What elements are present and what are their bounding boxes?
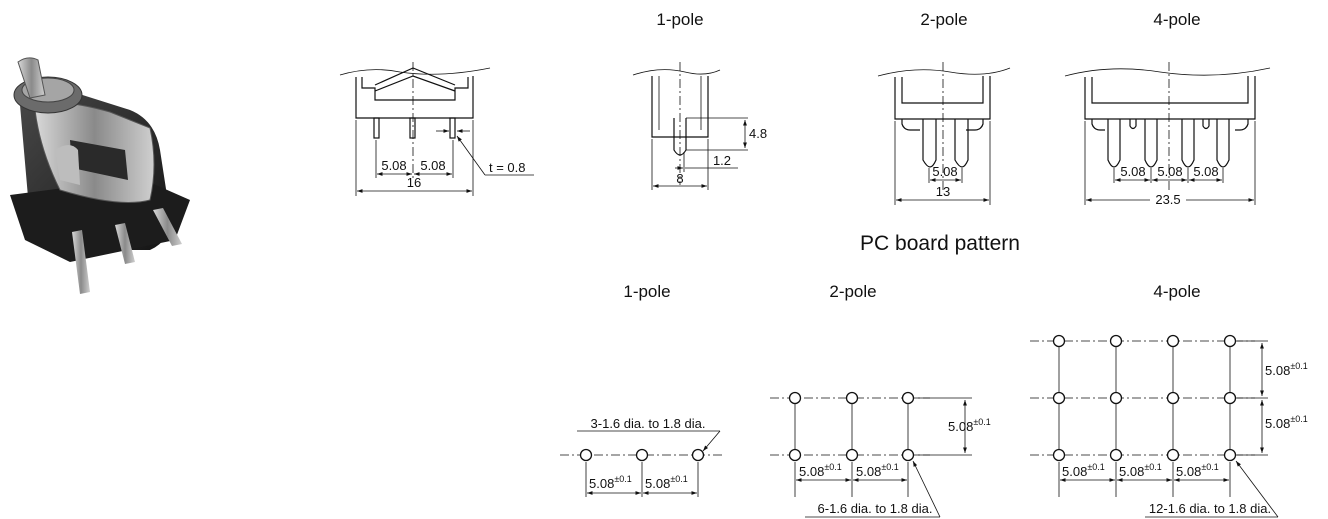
two-pole-pitch-label: 5.08	[932, 164, 957, 179]
heading-2-pole: 2-pole	[920, 10, 967, 29]
pcb-heading-1-pole: 1-pole	[623, 282, 670, 301]
pcb-tolerance: ±0.1	[824, 462, 841, 472]
pcb-pitch-value: 5.08	[1062, 464, 1087, 479]
pcb-4-pole-vertical-pitch-2: 5.08±0.1	[1265, 414, 1308, 431]
pcb-pitch-value: 5.08	[1119, 464, 1144, 479]
pcb-4-pole-pattern	[1030, 334, 1279, 518]
four-pole-pitch-1-label: 5.08	[1120, 164, 1145, 179]
two-pole-width-label: 13	[936, 184, 950, 199]
pcb-pitch-value: 5.08	[1265, 363, 1290, 378]
pcb-pitch-value: 5.08	[948, 419, 973, 434]
pcb-pitch-value: 5.08	[589, 476, 614, 491]
heading-1-pole: 1-pole	[656, 10, 703, 29]
pcb-tolerance: ±0.1	[881, 462, 898, 472]
two-pole-view-drawing	[877, 62, 1011, 205]
pcb-pitch-value: 5.08	[645, 476, 670, 491]
pcb-2-pole-vertical-pitch: 5.08±0.1	[948, 417, 991, 434]
pcb-1-pole-pitch-2: 5.08±0.1	[645, 474, 688, 491]
pcb-1-pole-holes-label: 3-1.6 dia. to 1.8 dia.	[591, 416, 706, 431]
pcb-4-pole-pitch-1: 5.08±0.1	[1062, 462, 1105, 479]
toggle-switch-photo	[10, 57, 190, 294]
side-pin-length-label: 4.8	[749, 126, 767, 141]
front-pitch-2-label: 5.08	[420, 158, 445, 173]
pcb-heading-2-pole: 2-pole	[829, 282, 876, 301]
pcb-pitch-value: 5.08	[799, 464, 824, 479]
pcb-tolerance: ±0.1	[1290, 361, 1307, 371]
pcb-tolerance: ±0.1	[973, 417, 990, 427]
pcb-tolerance: ±0.1	[1201, 462, 1218, 472]
four-pole-pitch-2-label: 5.08	[1157, 164, 1182, 179]
side-view-drawing	[632, 62, 748, 190]
pcb-2-pole-pitch-2: 5.08±0.1	[856, 462, 899, 479]
pcb-pitch-value: 5.08	[1265, 416, 1290, 431]
pcb-1-pole-pattern	[560, 430, 725, 497]
pcb-tolerance: ±0.1	[1290, 414, 1307, 424]
side-pin-offset-label: 1.2	[713, 153, 731, 168]
front-thickness-label: t = 0.8	[489, 160, 526, 175]
front-pitch-1-label: 5.08	[381, 158, 406, 173]
pcb-4-pole-vertical-pitch-1: 5.08±0.1	[1265, 361, 1308, 378]
pcb-4-pole-holes-label: 12-1.6 dia. to 1.8 dia.	[1149, 501, 1271, 516]
pcb-2-pole-pattern	[770, 391, 972, 518]
pcb-pitch-value: 5.08	[856, 464, 881, 479]
pcb-1-pole-pitch-1: 5.08±0.1	[589, 474, 632, 491]
side-depth-label: 8	[676, 171, 683, 186]
pcb-tolerance: ±0.1	[1144, 462, 1161, 472]
pcb-section-title: PC board pattern	[860, 232, 1020, 255]
pcb-2-pole-holes-label: 6-1.6 dia. to 1.8 dia.	[818, 501, 933, 516]
pcb-4-pole-pitch-2: 5.08±0.1	[1119, 462, 1162, 479]
four-pole-view-drawing	[1064, 62, 1271, 205]
pcb-2-pole-pitch-1: 5.08±0.1	[799, 462, 842, 479]
four-pole-pitch-3-label: 5.08	[1193, 164, 1218, 179]
pcb-tolerance: ±0.1	[1087, 462, 1104, 472]
pcb-heading-4-pole: 4-pole	[1153, 282, 1200, 301]
pcb-4-pole-pitch-3: 5.08±0.1	[1176, 462, 1219, 479]
pcb-tolerance: ±0.1	[614, 474, 631, 484]
front-view-drawing	[339, 62, 534, 196]
heading-4-pole: 4-pole	[1153, 10, 1200, 29]
four-pole-width-label: 23.5	[1155, 192, 1180, 207]
pcb-pitch-value: 5.08	[1176, 464, 1201, 479]
pcb-tolerance: ±0.1	[670, 474, 687, 484]
front-width-label: 16	[407, 175, 421, 190]
